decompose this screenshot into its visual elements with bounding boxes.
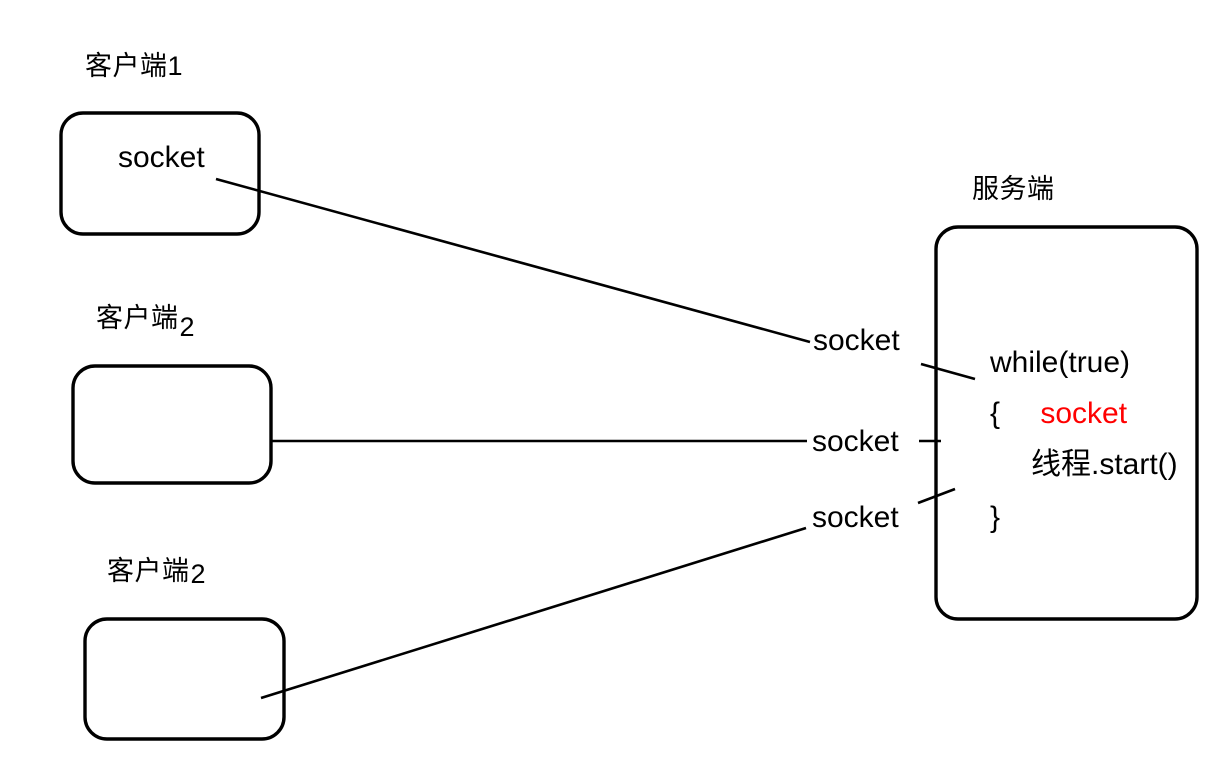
connector-client-3 [260,526,807,700]
client-3-label: 客户端2 [107,556,206,588]
client-2-label: 客户端2 [96,303,195,341]
server-code-line-open-brace: { socket [990,399,1127,429]
server-box[interactable] [934,225,1199,621]
server-code-line-close-brace: } [990,501,1001,534]
client-1-box-text: socket [118,141,205,174]
connector-server-stub-3 [917,487,956,505]
client-3-box[interactable] [83,617,286,741]
client-1-label: 客户端1 [85,53,183,80]
client-3-label-text: 客户端 [107,556,190,586]
client-1-box[interactable] [59,111,261,236]
client-3-label-index: 2 [190,559,207,589]
connector-client-1 [215,177,811,344]
connector-server-stub-1 [920,362,976,381]
server-code-open-brace: { [990,397,1001,430]
server-label: 服务端 [972,174,1055,204]
server-code-socket-accent: socket [1040,397,1128,430]
client-2-label-text: 客户端 [96,303,179,333]
client-1-label-index: 1 [167,51,184,81]
edge-label-socket-2: socket [812,425,899,458]
client-2-box[interactable] [71,364,273,485]
client-2-label-index: 2 [179,312,196,342]
edge-label-socket-1: socket [813,324,900,357]
server-code-line-while: while(true) [990,346,1131,379]
client-1-label-text: 客户端 [85,51,168,81]
server-code-line-thread-start: 线程.start() [1031,448,1178,481]
edge-label-socket-3: socket [812,501,899,534]
